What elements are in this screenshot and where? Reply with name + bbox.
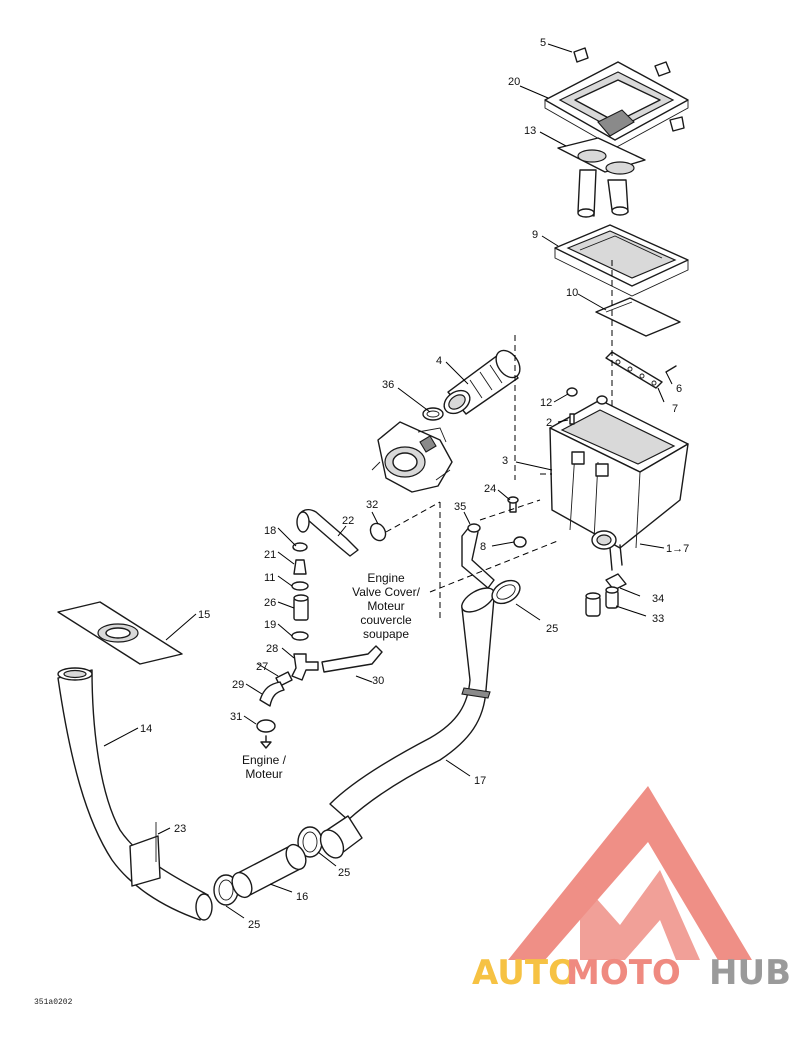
clamp-8: [513, 536, 527, 548]
callout-9: 9: [532, 229, 538, 241]
callout-28: 28: [266, 643, 278, 655]
watermark-hub: HUB: [709, 953, 791, 993]
leader-lines: [103, 43, 673, 919]
callout-17: 17: [474, 775, 486, 787]
callout-25-upper: 25: [546, 623, 558, 635]
cover-clip-left: [573, 47, 589, 63]
callout-16: 16: [296, 891, 308, 903]
cover-clip-right: [654, 61, 671, 77]
air-intake-hose-17: [329, 587, 495, 821]
breather-hose-22: [296, 508, 359, 557]
callout-6: 6: [676, 383, 682, 395]
callout-27: 27: [256, 661, 268, 673]
clamp-11: [291, 581, 309, 591]
assembly-lines: [385, 260, 613, 620]
clamp-36: [422, 407, 444, 421]
callout-29: 29: [232, 679, 244, 691]
callout-23: 23: [174, 823, 186, 835]
callout-24: 24: [484, 483, 496, 495]
callout-21: 21: [264, 549, 276, 561]
callout-25-middle: 25: [338, 867, 350, 879]
callout-34: 34: [652, 593, 664, 605]
cover-clip-lower: [669, 116, 685, 132]
logo-m-icon: [580, 870, 700, 960]
callout-11: 11: [264, 572, 275, 584]
clamp-31: [256, 719, 276, 733]
note-line-4: couvercle: [360, 613, 412, 627]
callout-3: 3: [502, 455, 508, 467]
callout-1-to-7: 1→7: [666, 543, 689, 555]
clamp-25-upper: [491, 579, 521, 605]
callout-33: 33: [652, 613, 664, 625]
hose-29: [259, 681, 285, 707]
intake-silencer: [557, 137, 646, 218]
logo-triangle-icon: [508, 786, 752, 960]
callout-25-lower: 25: [248, 919, 260, 931]
callout-26: 26: [264, 597, 276, 609]
callout-36: 36: [382, 379, 394, 391]
callout-12: 12: [540, 397, 552, 409]
note-line-2: Valve Cover/: [352, 585, 420, 599]
callout-15: 15: [198, 609, 210, 621]
drain-valve-33: [585, 586, 619, 617]
drain-hose-35: [461, 523, 495, 589]
callout-18: 18: [264, 525, 276, 537]
airbox-cover: [544, 61, 689, 149]
engine-note-line-1: Engine /: [242, 753, 287, 767]
watermark-auto: AUTO: [472, 953, 577, 993]
note-line-3: Moteur: [367, 599, 404, 613]
mounting-bracket: [605, 351, 677, 389]
engine-note-line-2: Moteur: [245, 767, 282, 781]
valve-cover-note: Engine Valve Cover/ Moteur couvercle sou…: [352, 571, 420, 641]
throttle-body: [371, 421, 453, 493]
callout-10: 10: [566, 287, 578, 299]
grommet-23: [129, 822, 161, 887]
note-line-5: soupape: [363, 627, 409, 641]
callout-5: 5: [540, 37, 546, 49]
connecting-tube-16: [231, 843, 307, 899]
drawing-code: 351a0202: [34, 998, 73, 1007]
hose-30: [321, 645, 383, 673]
callout-22: 22: [342, 515, 354, 527]
grommet-12: [566, 387, 608, 405]
callout-4: 4: [436, 355, 442, 367]
clamp-18: [292, 542, 308, 552]
clamp-32: [369, 522, 387, 542]
callout-19: 19: [264, 619, 276, 631]
callout-35: 35: [454, 501, 466, 513]
watermark-logo: AUTO MOTO HUB: [472, 786, 791, 993]
airbox-body: [549, 399, 689, 571]
filter-frame: [554, 224, 689, 297]
callout-8: 8: [480, 541, 486, 553]
screw-2: [569, 413, 575, 425]
engine-note: Engine / Moteur: [242, 753, 287, 781]
hose-coupler: [319, 815, 363, 859]
callout-7: 7: [672, 403, 678, 415]
callout-20: 20: [508, 76, 520, 88]
watermark-moto: MOTO: [566, 953, 681, 993]
callout-14: 14: [140, 723, 152, 735]
mounting-plate-15: [57, 601, 183, 665]
note-line-1: Engine: [367, 571, 405, 585]
callout-13: 13: [524, 125, 536, 137]
callout-32: 32: [366, 499, 378, 511]
flow-arrow-icon: [260, 735, 272, 749]
air-filter-element: [595, 297, 681, 337]
callout-2: 2: [546, 417, 552, 429]
clamp-19: [291, 631, 309, 641]
y-fitting-28: [291, 653, 319, 681]
callout-30: 30: [372, 675, 384, 687]
valve-21: [293, 559, 307, 575]
intake-adapter-boot: [443, 349, 521, 415]
callouts: 5 20 13 9 10 4 36 6 7 12 2 3 24 1→7 35 8…: [140, 37, 689, 931]
callout-31: 31: [230, 711, 242, 723]
hose-26: [293, 594, 309, 621]
